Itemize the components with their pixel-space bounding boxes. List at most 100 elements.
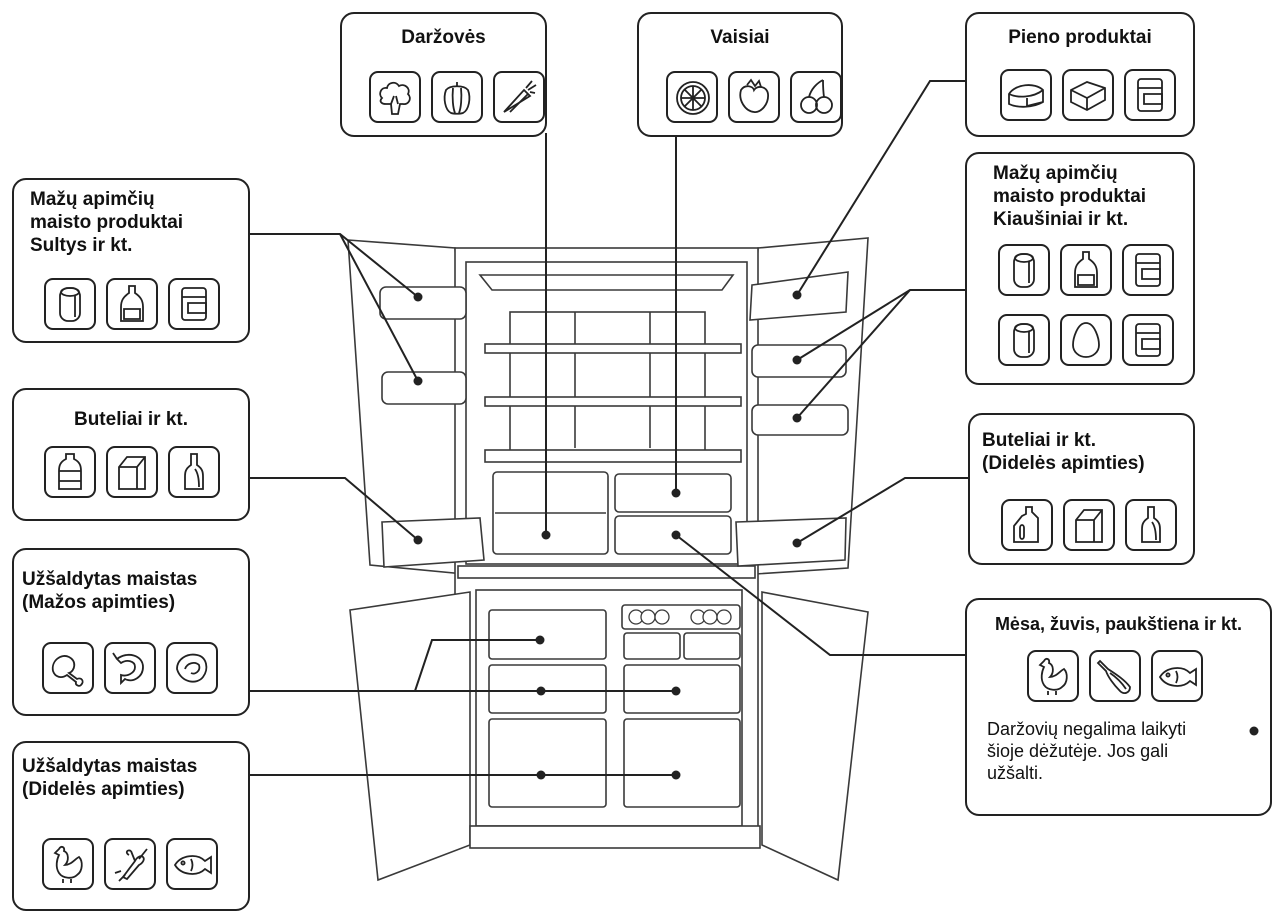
shrimp-icon xyxy=(104,642,156,694)
callout-small-items-eggs: Mažų apimčių maisto produktai Kiaušiniai… xyxy=(965,152,1195,385)
shelf-middle xyxy=(484,396,742,407)
title-line: maisto produktai xyxy=(993,186,1147,207)
title-line: Užšaldytas maistas xyxy=(22,569,198,590)
leader-lines xyxy=(248,80,968,776)
storage-note: Daržovių negalima laikyti šioje dėžutėje… xyxy=(987,718,1186,784)
callout-title: Mėsa, žuvis, paukštiena ir kt. xyxy=(994,614,1243,634)
callout-bottles-large: Buteliai ir kt. (Didelės apimties) xyxy=(968,413,1195,565)
icon-row xyxy=(42,642,218,694)
note-line: Daržovių negalima laikyti xyxy=(987,719,1187,739)
title-line: (Didelės apimties) xyxy=(982,453,1145,474)
callout-small-items-juice: Mažų apimčių maisto produktai Sultys ir … xyxy=(12,178,250,343)
ham-leg-icon xyxy=(1089,650,1141,702)
jug-icon xyxy=(1001,499,1053,551)
sauce-bottle-icon xyxy=(1060,244,1112,296)
callout-title: Buteliai ir kt. xyxy=(73,409,189,430)
cheese-icon xyxy=(1000,69,1052,121)
icon-row xyxy=(369,71,545,123)
right-door-bin-4 xyxy=(735,517,847,567)
wine-bottle-icon xyxy=(1125,499,1177,551)
freezer-drawer-bottom-left xyxy=(488,718,607,808)
callout-frozen-small: Užšaldytas maistas (Mažos apimties) xyxy=(12,548,250,716)
can-icon xyxy=(998,244,1050,296)
callout-meat: Mėsa, žuvis, paukštiena ir kt. Daržovių … xyxy=(965,598,1272,816)
callout-title: Vaisiai xyxy=(710,27,770,48)
callout-title: Daržovės xyxy=(401,27,486,48)
title-line: Buteliai ir kt. xyxy=(982,430,1097,451)
pepper-icon xyxy=(431,71,483,123)
rooster-icon xyxy=(42,838,94,890)
icon-row xyxy=(1000,69,1176,121)
freezer-drawer-bottom-right xyxy=(623,718,741,808)
water-bottle-icon xyxy=(44,446,96,498)
freezer-drawer-middle-left xyxy=(488,664,607,714)
callout-title: Mažų apimčių maisto produktai Kiaušiniai… xyxy=(967,162,1193,231)
fish-steak-icon xyxy=(166,642,218,694)
left-freezer-door xyxy=(349,591,471,882)
title-line: Mažų apimčių xyxy=(993,163,1118,184)
icon-row xyxy=(998,314,1174,366)
chicken-leg-icon xyxy=(42,642,94,694)
shelf-top xyxy=(484,343,742,354)
note-dot xyxy=(1249,726,1259,736)
right-freezer-door xyxy=(761,591,869,882)
title-line: maisto produktai xyxy=(30,212,184,233)
butter-icon xyxy=(1062,69,1114,121)
icon-row xyxy=(1001,499,1177,551)
strawberry-icon xyxy=(728,71,780,123)
icon-row xyxy=(44,446,220,498)
leader-dots xyxy=(413,290,802,780)
fish-icon xyxy=(166,838,218,890)
note-line: šioje dėžutėje. Jos gali xyxy=(987,741,1169,761)
callout-fruits: Vaisiai xyxy=(637,12,843,137)
callout-title: Mažų apimčių maisto produktai Sultys ir … xyxy=(14,188,248,257)
title-line: Užšaldytas maistas xyxy=(22,756,198,777)
carton-icon xyxy=(1122,244,1174,296)
refrigerator-illustration xyxy=(347,237,869,882)
broccoli-icon xyxy=(369,71,421,123)
callout-frozen-large: Užšaldytas maistas (Didelės apimties) xyxy=(12,741,250,911)
title-line: (Didelės apimties) xyxy=(22,779,185,800)
sauce-bottle-icon xyxy=(106,278,158,330)
left-door-bin-2 xyxy=(381,371,467,405)
egg-icon xyxy=(1060,314,1112,366)
icon-row xyxy=(42,838,218,890)
title-line: Kiaušiniai ir kt. xyxy=(993,209,1129,230)
callout-vegetables: Daržovės xyxy=(340,12,547,137)
icon-row xyxy=(44,278,220,330)
carton-icon xyxy=(168,278,220,330)
lobster-icon xyxy=(104,838,156,890)
dairy-carton-icon xyxy=(1124,69,1176,121)
icon-row xyxy=(1027,650,1203,702)
wine-bottle-icon xyxy=(168,446,220,498)
rooster-icon xyxy=(1027,650,1079,702)
can-icon xyxy=(44,278,96,330)
callout-title: Pieno produktai xyxy=(1008,27,1152,48)
icon-row xyxy=(998,244,1174,296)
milk-carton-icon xyxy=(1063,499,1115,551)
left-door-bin-3 xyxy=(381,517,485,568)
callout-title: Buteliai ir kt. (Didelės apimties) xyxy=(970,429,1193,475)
carton-icon xyxy=(1122,314,1174,366)
carrot-icon xyxy=(493,71,545,123)
callout-title: Užšaldytas maistas (Mažos apimties) xyxy=(14,568,248,614)
note-line: užšalti. xyxy=(987,763,1044,783)
callout-title: Užšaldytas maistas (Didelės apimties) xyxy=(14,755,248,801)
left-door-bin-1 xyxy=(379,286,467,320)
title-line: Sultys ir kt. xyxy=(30,235,133,256)
cherry-icon xyxy=(790,71,842,123)
freezer-drawer-top-left xyxy=(488,609,607,660)
milk-carton-icon xyxy=(106,446,158,498)
title-line: Mažų apimčių xyxy=(30,189,155,210)
title-line: (Mažos apimties) xyxy=(22,592,176,613)
citrus-slice-icon xyxy=(666,71,718,123)
callout-dairy: Pieno produktai xyxy=(965,12,1195,137)
shelf-bottom xyxy=(484,449,742,463)
back-wall xyxy=(509,311,706,453)
can-icon xyxy=(998,314,1050,366)
fish-icon xyxy=(1151,650,1203,702)
callout-bottles: Buteliai ir kt. xyxy=(12,388,250,521)
freezer-drawer-middle-right xyxy=(623,664,741,714)
icon-row xyxy=(666,71,842,123)
